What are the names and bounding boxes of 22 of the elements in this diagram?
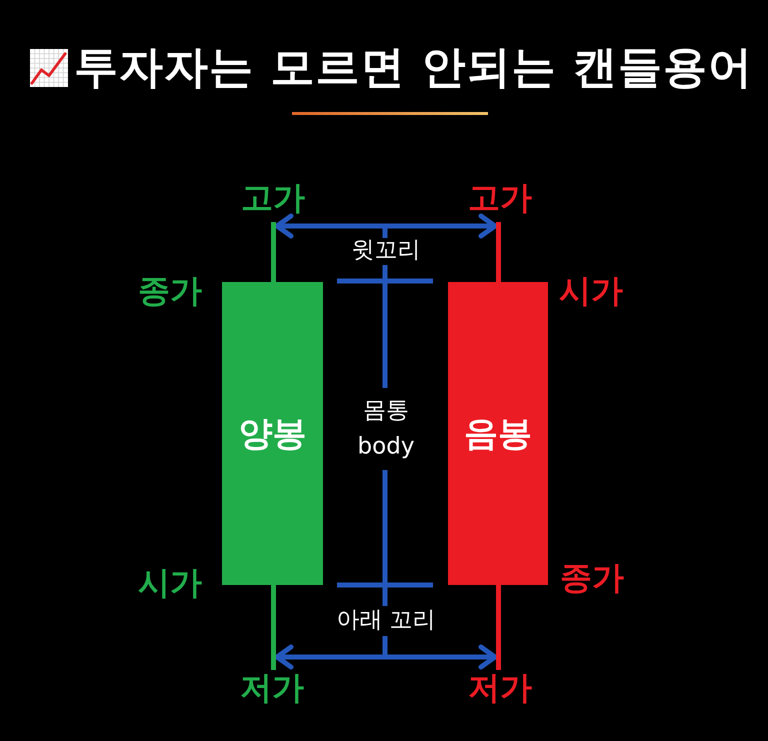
candle-wick [496, 222, 501, 282]
price-label: 종가 [560, 560, 624, 596]
candle-wick [496, 585, 501, 670]
price-label: 고가 [241, 180, 305, 216]
scale-label: 윗꼬리 [350, 236, 422, 266]
candle-wick [271, 222, 276, 282]
double-arrow [274, 214, 498, 238]
price-label: 시가 [559, 273, 623, 309]
price-label: 저가 [240, 670, 304, 706]
candle-wick [271, 585, 276, 670]
price-label: 종가 [138, 273, 202, 309]
double-arrow [274, 644, 498, 670]
scale-label: 아래 꼬리 [335, 606, 437, 636]
price-label: 시가 [138, 565, 202, 601]
price-label: 고가 [468, 180, 532, 216]
title: 투자자는 모르면 안되는 캔들용어 [74, 41, 753, 95]
scale-label: 몸통 body [356, 396, 416, 461]
candle-label: 음봉 [464, 412, 532, 456]
candle-label: 양봉 [238, 412, 306, 456]
candle-body [222, 282, 323, 585]
price-label: 저가 [468, 670, 532, 706]
candle-body [448, 282, 548, 585]
